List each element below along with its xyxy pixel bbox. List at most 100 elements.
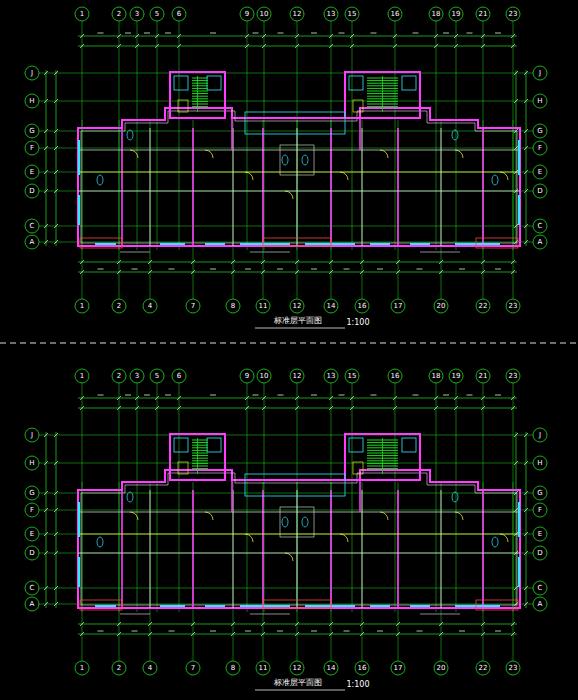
plan-line (192, 440, 208, 441)
plan-line (157, 21, 158, 250)
axis-number: 9 (245, 373, 249, 380)
plan-line (192, 104, 208, 105)
plan-line (80, 260, 84, 264)
fixture (282, 517, 288, 527)
plan-line (54, 602, 58, 606)
axis-bubble (25, 184, 39, 198)
plan-line (305, 605, 355, 607)
plan-line (39, 463, 533, 464)
plan-line (262, 128, 264, 246)
plan-line (150, 490, 151, 608)
plan-line (192, 460, 208, 461)
plan-line (245, 631, 251, 632)
plan-line (44, 532, 48, 536)
plan-line (78, 195, 80, 225)
plan-line (192, 458, 208, 459)
plan-line (481, 622, 485, 626)
plan-line (518, 557, 520, 587)
door-swing (455, 512, 463, 520)
axis-bubble (256, 299, 270, 313)
plan-line (179, 21, 180, 250)
axis-number: 7 (191, 303, 195, 310)
plan-line (514, 71, 518, 75)
plan-line (511, 260, 515, 264)
fixture (97, 175, 103, 185)
axis-bubble (25, 581, 39, 595)
plan-line (231, 480, 233, 512)
plan-line (192, 106, 208, 107)
axis-number: 5 (155, 373, 159, 380)
wall-outline (170, 72, 225, 118)
plan-line (277, 631, 283, 632)
plan-line (98, 33, 104, 34)
plan-line (454, 34, 458, 38)
plan-line (371, 33, 377, 34)
plan-line (144, 395, 150, 396)
plan-line (397, 128, 399, 246)
plan-line (524, 461, 528, 465)
plan-line (54, 146, 58, 150)
wall-outline (178, 462, 188, 474)
plan-line (524, 586, 528, 590)
plan-line (261, 622, 265, 626)
axis-bubble (324, 299, 338, 313)
wall-outline (476, 600, 518, 610)
plan-line (456, 21, 457, 250)
plan-line (495, 269, 501, 270)
door-swing (130, 512, 138, 520)
plan-line (117, 44, 121, 48)
plan-line (526, 70, 527, 246)
axis-number: 21 (479, 11, 488, 18)
plan-line (135, 44, 139, 48)
plan-line (39, 101, 533, 102)
fixture (492, 175, 498, 185)
plan-line (135, 396, 139, 400)
plan-line (329, 260, 333, 264)
plan-line (160, 243, 185, 245)
plan-line (117, 260, 121, 264)
plan-line (192, 490, 194, 608)
door-swing (130, 150, 138, 158)
plan-line (295, 260, 299, 264)
wall-outline (353, 462, 363, 474)
plan-line (44, 129, 48, 133)
plan-line (54, 508, 58, 512)
axis-bubble (25, 546, 39, 560)
axis-bubble (476, 7, 490, 21)
plan-line (344, 269, 350, 270)
axis-bubble (533, 235, 547, 249)
axis-number: 22 (479, 303, 488, 310)
fixture (492, 537, 498, 547)
plan-line (434, 44, 438, 48)
axis-letter: D (29, 550, 34, 557)
plan-line (514, 508, 518, 512)
door-swing (380, 150, 388, 158)
plan-line (417, 631, 423, 632)
axis-bubble (533, 94, 547, 108)
axis-number: 20 (437, 303, 446, 310)
plan-line (511, 34, 515, 38)
axis-bubble (355, 299, 369, 313)
plan-line (155, 396, 159, 400)
plan-line (255, 690, 345, 691)
plan-line (231, 632, 235, 636)
plan-line (395, 21, 396, 250)
axis-bubble (75, 369, 89, 383)
plan-line (39, 588, 533, 589)
axis-letter: A (538, 239, 543, 246)
plan-line (339, 395, 345, 396)
plan-line (417, 269, 423, 270)
plan-line (39, 226, 533, 227)
plan-line (165, 33, 171, 34)
plan-line (80, 632, 84, 636)
plan-line (434, 396, 438, 400)
plan-line (516, 70, 517, 246)
plan-line (44, 491, 48, 495)
plan-line (511, 406, 515, 410)
plan-line (39, 172, 533, 173)
wall-outline (263, 600, 331, 608)
wall-outline (402, 76, 416, 90)
axis-bubble (25, 124, 39, 138)
plan-line (44, 189, 48, 193)
plan-line (95, 243, 116, 245)
